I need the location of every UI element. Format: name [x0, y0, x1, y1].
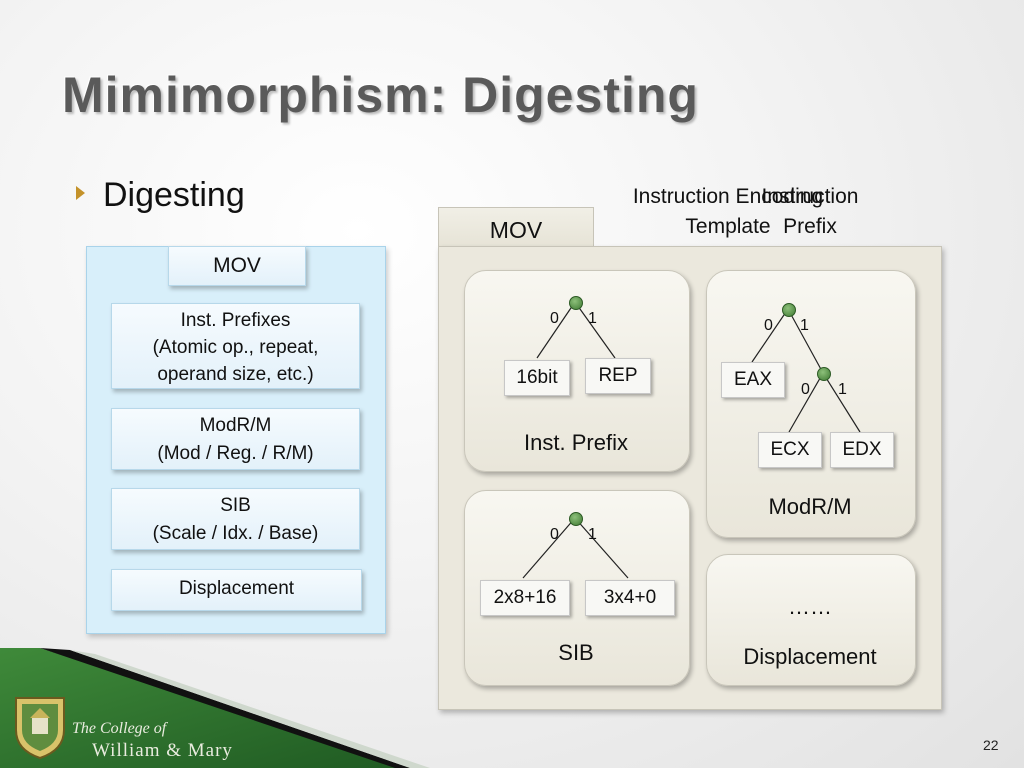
displacement-ellipsis: ……	[788, 594, 832, 619]
left-displacement-box: Displacement	[111, 569, 362, 611]
college-crest-icon	[15, 697, 65, 760]
modrm-tree-box	[706, 270, 916, 538]
sib-line-2: (Scale / Idx. / Base)	[152, 523, 319, 544]
tree-node-icon	[569, 296, 583, 310]
leaf-3x4-0: 3x4+0	[585, 580, 675, 616]
footer-band	[0, 648, 430, 768]
sub-bit-0-label: 0	[801, 381, 810, 398]
bit-1-label: 1	[588, 526, 597, 543]
left-modrm-box: ModR/M (Mod / Reg. / R/M)	[111, 408, 360, 470]
leaf-eax: EAX	[721, 362, 785, 398]
instruction-prefix-label: Instruction Prefix	[735, 182, 885, 242]
leaf-rep: REP	[585, 358, 651, 394]
inst-prefix-title: Inst. Prefix	[524, 430, 628, 455]
displacement-box	[706, 554, 916, 686]
leaf-16bit: 16bit	[504, 360, 570, 396]
bit-0-label: 0	[550, 310, 559, 327]
sib-line-1: SIB	[220, 495, 251, 516]
leaf-2x8-16: 2x8+16	[480, 580, 570, 616]
left-mov-box: MOV	[168, 246, 306, 286]
encoding-template-label: Instruction Encoding Template	[618, 182, 838, 242]
triangle-bullet-icon	[76, 186, 85, 200]
college-name-line-2: William & Mary	[92, 740, 233, 761]
page-number: 22	[983, 737, 999, 753]
displacement-title: Displacement	[743, 644, 877, 669]
tree-node-icon	[782, 303, 796, 317]
bit-0-label: 0	[764, 317, 773, 334]
modrm-line-1: ModR/M	[199, 415, 272, 436]
instruction-prefix-line-2: Prefix	[783, 215, 837, 238]
tree-node-icon	[569, 512, 583, 526]
bit-0-label: 0	[550, 526, 559, 543]
leaf-ecx: ECX	[758, 432, 822, 468]
college-name-line-1: The College of	[72, 720, 167, 737]
bullet-text: Digesting	[103, 176, 245, 214]
encoding-template-line-1: Instruction Encoding	[632, 185, 824, 208]
template-tab-mov[interactable]: MOV	[438, 207, 594, 248]
modrm-line-2: (Mod / Reg. / R/M)	[157, 443, 314, 464]
bit-1-label: 1	[800, 317, 809, 334]
sub-bit-1-label: 1	[838, 381, 847, 398]
instruction-prefix-line-1: Instruction	[761, 185, 859, 208]
prefix-line-2: (Atomic op., repeat,	[152, 337, 319, 358]
leaf-edx: EDX	[830, 432, 894, 468]
slide-title: Mimimorphism: Digesting	[62, 67, 699, 123]
prefix-line-3: operand size, etc.)	[157, 364, 314, 385]
modrm-title: ModR/M	[768, 494, 852, 519]
tree-node-icon	[817, 367, 831, 381]
left-sib-box: SIB (Scale / Idx. / Base)	[111, 488, 360, 550]
sib-title: SIB	[558, 640, 594, 665]
prefix-line-1: Inst. Prefixes	[180, 310, 291, 331]
left-prefixes-box: Inst. Prefixes (Atomic op., repeat, oper…	[111, 303, 360, 389]
bit-1-label: 1	[588, 310, 597, 327]
encoding-template-line-2: Template	[685, 215, 771, 238]
